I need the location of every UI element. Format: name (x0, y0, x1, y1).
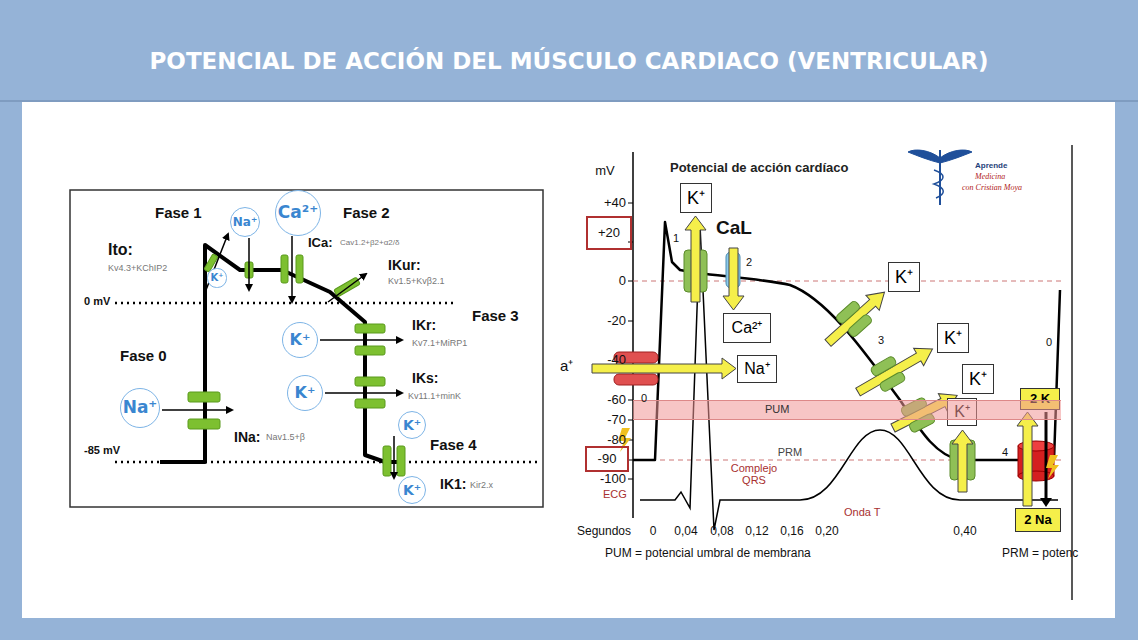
phase-label: Fase 4 (430, 437, 477, 454)
node-text: Ca²⁺ (278, 204, 318, 222)
node-text: K⁺ (969, 370, 987, 389)
node-text: Na⁺ (744, 361, 769, 378)
axis-label: 0 (650, 525, 657, 538)
axis-label: 0,04 (674, 525, 697, 538)
axis-label: Onda T (844, 506, 881, 518)
axis-label: mV (595, 164, 615, 178)
axis-label: PRM = potenc (1002, 547, 1078, 560)
gene-name: Kv1.5+Kvβ2.1 (388, 277, 444, 287)
ion-box: Na⁺ (737, 355, 777, 383)
phase-label: IKur: (388, 258, 421, 273)
phase-label: IKs: (412, 371, 438, 386)
pump-box: 2 Na (1015, 508, 1061, 532)
axis-label: -40 (607, 353, 626, 367)
axis-label: Medicina (975, 173, 1005, 182)
axis-label: -80 (607, 433, 626, 447)
axis-label: 0,20 (815, 525, 838, 538)
threshold-band: PUM (633, 400, 1061, 420)
axis-label: 0 (619, 274, 626, 288)
axis-label: 0 (1046, 336, 1052, 348)
gene-name: Kv7.1+MiRP1 (412, 339, 467, 349)
phase-label: ICa: (308, 236, 333, 250)
ion-circle: K⁺ (287, 375, 323, 411)
node-text: Na⁺ (233, 216, 257, 229)
axis-label: Complejo QRS (724, 462, 784, 486)
axis-label: 0,08 (710, 525, 733, 538)
phase-label: Fase 0 (120, 348, 167, 365)
axis-label: 1 (673, 232, 679, 244)
axis-label: con Cristian Moya (962, 184, 1022, 193)
axis-label: 0,16 (780, 525, 803, 538)
ion-box: K⁺ (680, 183, 712, 213)
node-text: K⁺ (295, 385, 316, 402)
node-text: -90 (598, 452, 617, 466)
axis-label: Aprende (975, 162, 1007, 171)
ion-box: K⁺ (888, 262, 920, 292)
axis-label: 2 (746, 256, 752, 268)
axis-label: +40 (604, 196, 626, 210)
node-text: K⁺ (895, 268, 913, 287)
axis-label: a⁺ (560, 358, 573, 375)
ion-circle: K⁺ (207, 268, 226, 287)
node-text: K⁺ (210, 273, 223, 284)
axis-label: PRM (778, 446, 802, 458)
phase-label: Ito: (108, 241, 133, 259)
phase-label: IKr: (412, 318, 436, 333)
node-text: +20 (598, 226, 620, 240)
axis-label: 4 (1002, 446, 1008, 458)
value-box: -90 (585, 446, 629, 472)
ion-box: K⁺ (962, 364, 994, 394)
phase-label: Fase 3 (472, 308, 519, 325)
value-box: +20 (586, 216, 632, 250)
ion-circle: K⁺ (398, 411, 426, 439)
node-text: K⁺ (290, 332, 311, 349)
gene-name: Kir2.x (470, 481, 493, 491)
axis-label: PUM = potencial umbral de membrana (605, 547, 811, 560)
axis-label: -60 (607, 393, 626, 407)
node-text: 2 Na (1024, 513, 1051, 527)
phase-label: 0 mV (84, 295, 110, 307)
node-text: PUM (765, 404, 789, 416)
gene-name: Kv4.3+KChIP2 (108, 264, 167, 274)
phase-label: Fase 1 (155, 205, 202, 222)
node-text: Na⁺ (123, 399, 158, 417)
node-text: K⁺ (403, 418, 421, 433)
axis-label: CaL (716, 218, 752, 239)
phase-label: Fase 2 (343, 205, 390, 222)
gene-name: Cav1.2+β2+α2/δ (340, 239, 400, 248)
node-text: K⁺ (687, 189, 705, 208)
ion-circle: K⁺ (282, 322, 318, 358)
axis-label: -70 (607, 413, 626, 427)
ion-circle: Ca²⁺ (275, 190, 321, 236)
gene-name: Nav1.5+β (266, 433, 305, 443)
page-title: POTENCIAL DE ACCIÓN DEL MÚSCULO CARDIACO… (0, 48, 1138, 74)
node-text: Ca²⁺ (732, 320, 763, 337)
axis-label: 3 (878, 334, 884, 346)
axis-label: ECG (603, 488, 627, 500)
gene-name: Kv11.1+minK (408, 392, 461, 402)
node-text: K⁺ (403, 483, 421, 498)
ion-box: Ca²⁺ (723, 313, 771, 343)
ion-circle: K⁺ (398, 476, 426, 504)
axis-label: Potencial de acción cardíaco (670, 161, 848, 175)
phase-label: INa: (234, 430, 260, 445)
ion-box: K⁺ (937, 323, 969, 353)
phase-label: -85 mV (84, 444, 120, 456)
axis-label: -100 (600, 472, 626, 486)
axis-label: 0 (641, 392, 647, 404)
node-text: K⁺ (944, 329, 962, 348)
phase-label: IK1: (440, 477, 466, 492)
axis-label: Segundos (577, 525, 631, 538)
axis-label: 0,40 (953, 525, 976, 538)
axis-label: 0,12 (745, 525, 768, 538)
axis-label: -20 (607, 314, 626, 328)
